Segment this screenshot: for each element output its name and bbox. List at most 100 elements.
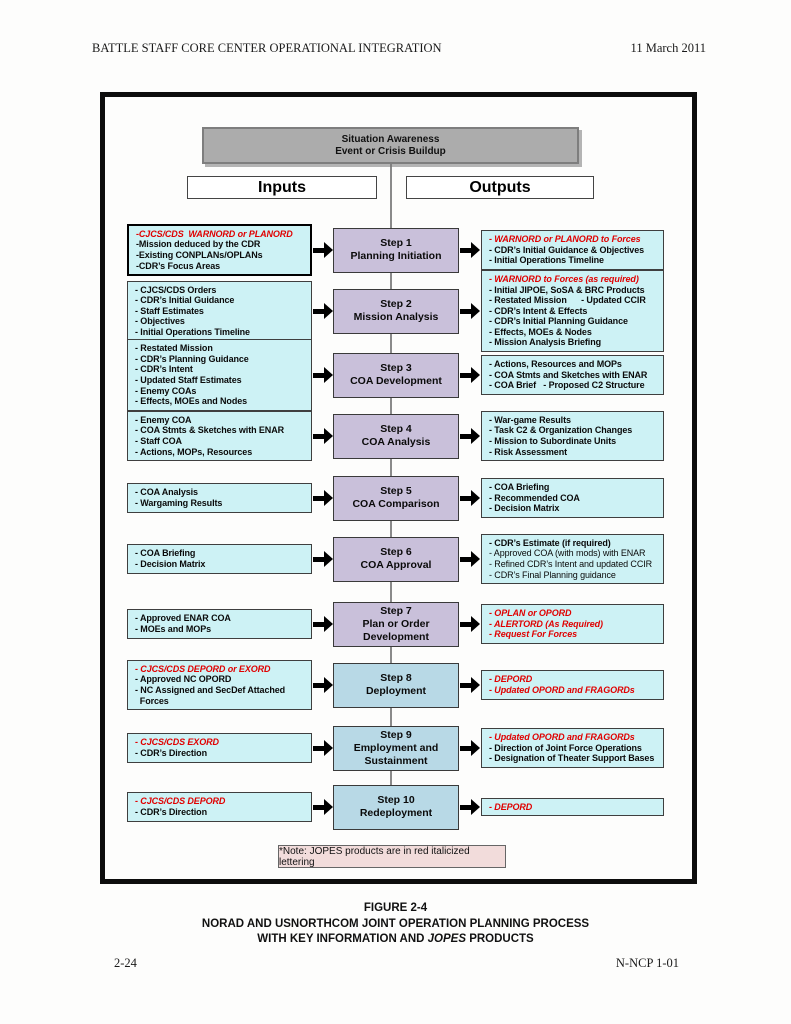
input-line: - CDR’s Direction [135,807,207,817]
arrow-gap [459,677,481,693]
input-line: - CDR’s Direction [135,748,207,758]
arrow-right-icon [460,428,480,444]
input-line: - CDR’s Intent [135,364,193,375]
output-line: - CDR’s Initial Guidance & Objectives [489,244,645,255]
input-line: - CJCS/CDS DEPORD or EXORD [135,663,271,674]
figure-caption: FIGURE 2-4 NORAD AND USNORTHCOM JOINT OP… [0,901,791,948]
arrow-gap [459,551,481,567]
step-label-line: Redeployment [359,807,433,819]
process-row: - Restated Mission- CDR’s Planning Guida… [105,339,692,411]
input-box: - Enemy COA- COA Stmts & Sketches with E… [127,410,312,462]
arrow-right-icon [460,303,480,319]
figure-frame: Situation Awareness Event or Crisis Buil… [100,92,697,884]
input-box: -CJCS/CDS WARNORD or PLANORD-Mission ded… [127,223,312,277]
step-label-line: COA Development [350,375,442,387]
arrow-right-icon [312,367,333,383]
page-number: 2-24 [114,956,137,970]
input-line: - COA Analysis [135,487,198,498]
step-label-line: Deployment [365,685,427,697]
input-line: - COA Briefing [135,548,196,559]
input-line: - NC Assigned and SecDef Attached [135,685,286,695]
arrow-right-icon [460,740,480,756]
banner-line-2: Event or Crisis Buildup [335,145,446,157]
arrow-right-icon [312,740,333,756]
arrow-gap [312,677,333,693]
step-label-line: Employment and [353,741,439,754]
output-box: - WARNORD or PLANORD to Forces- CDR’s In… [481,230,664,270]
jopes-note: *Note: JOPES products are in red italici… [278,845,506,868]
arrow-gap [459,799,481,815]
situation-awareness-banner: Situation Awareness Event or Crisis Buil… [202,127,579,164]
input-line: Forces [135,695,169,706]
process-row: - CJCS/CDS DEPORD or EXORD- Approved NC … [105,654,692,716]
output-line: - WARNORD to Forces (as required) [489,273,639,284]
input-line: - Staff Estimates [135,305,204,316]
input-line: - CDR’s Initial Guidance [135,295,235,306]
output-line: - CDR’s Estimate (if required) [489,537,611,548]
input-line: - Effects, MOEs and Nodes [135,396,248,407]
arrow-gap [312,740,333,756]
arrow-right-icon [460,616,480,632]
input-line: - Actions, MOPs, Resources [135,446,253,457]
step-label-line: Step 2 [380,298,412,310]
arrow-right-icon [312,677,333,693]
caption-title: NORAD AND USNORTHCOM JOINT OPERATION PLA… [201,917,590,930]
output-line: - CDR’s Intent & Effects [489,305,588,316]
output-box: - OPLAN or OPORD- ALERTORD (As Required)… [481,604,664,644]
arrow-gap [459,367,481,383]
step-label-line: Planning Initiation [350,250,442,262]
input-line: - Updated Staff Estimates [135,375,242,385]
output-line: - Initial Operations Timeline [489,255,604,266]
outputs-column-header: Outputs [406,176,594,199]
arrow-right-icon [312,303,333,319]
input-line: -CJCS/CDS WARNORD or PLANORD [136,228,293,239]
output-line: - Updated OPORD and FRAGORDs [489,732,635,743]
output-line: - Decision Matrix [489,503,560,514]
arrow-gap [312,551,333,567]
step-label-line: Step 5 [380,485,412,497]
output-line: - Mission Analysis Briefing [489,337,601,348]
arrow-right-icon [460,242,480,258]
output-line: - ALERTORD (As Required) [489,618,603,629]
header-title: BATTLE STAFF CORE CENTER OPERATIONAL INT… [92,41,442,55]
arrow-gap [312,799,333,815]
inputs-column-header: Inputs [187,176,377,199]
output-box: - Actions, Resources and MOPs- COA Stmts… [481,355,664,395]
output-box: - COA Briefing- Recommended COA- Decisio… [481,478,664,518]
output-line: - Designation of Theater Support Bases [489,753,655,764]
input-box: - CJCS/CDS EXORD- CDR’s Direction [127,733,312,763]
input-line: -Existing CONPLANs/OPLANs [136,250,263,260]
output-line: - Direction of Joint Force Operations [489,742,642,753]
input-box: - COA Analysis- Wargaming Results [127,483,312,513]
output-line: - COA Stmts and Sketches with ENAR [489,369,648,380]
process-row: - CJCS/CDS Orders- CDR’s Initial Guidanc… [105,269,692,353]
header-date: 11 March 2011 [630,41,706,55]
arrow-gap [459,616,481,632]
step-label-line: COA Comparison [352,498,440,510]
arrow-gap [312,303,333,319]
output-line: - DEPORD [489,674,533,685]
arrow-right-icon [460,367,480,383]
output-box: - CDR’s Estimate (if required)- Approved… [481,533,664,585]
arrow-right-icon [460,490,480,506]
arrow-right-icon [312,242,333,258]
output-line: - WARNORD or PLANORD to Forces [489,234,641,245]
step-label-line: Step 3 [380,362,412,374]
input-box: - Restated Mission- CDR’s Planning Guida… [127,339,312,411]
arrow-gap [459,242,481,258]
output-line: - Recommended COA [489,492,580,503]
step-label-line: Development [363,630,429,643]
arrow-gap [312,616,333,632]
input-line: - CJCS/CDS EXORD [135,737,219,748]
step-label-line: Step 7 [380,604,412,617]
output-box: - DEPORD- Updated OPORD and FRAGORDs [481,670,664,700]
process-row: - Enemy COA- COA Stmts & Sketches with E… [105,405,692,467]
